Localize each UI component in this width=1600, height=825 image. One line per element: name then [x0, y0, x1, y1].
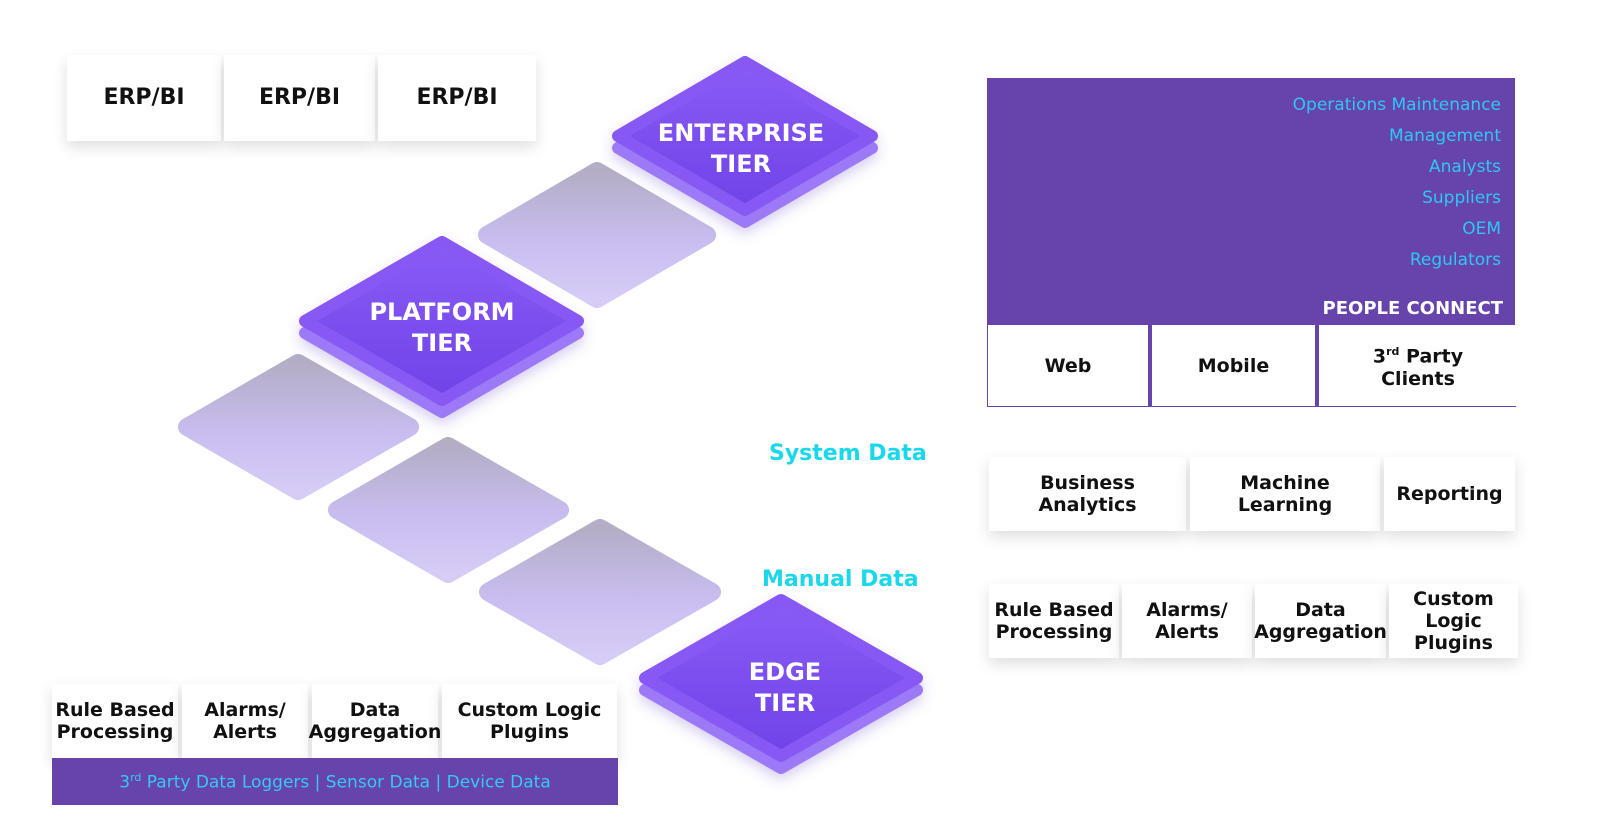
card-alarms-alerts: Alarms/Alerts [1122, 584, 1252, 658]
role-analysts: Analysts [1429, 157, 1501, 177]
people-connect-panel: Operations Maintenance Management Analys… [987, 78, 1515, 325]
edge-card-alarms-alerts: Alarms/Alerts [182, 684, 308, 758]
connector-tile [328, 437, 569, 583]
edge-tier-line1: EDGE [749, 658, 821, 686]
card-reporting: Reporting [1384, 457, 1515, 531]
system-data-label: System Data [769, 441, 927, 466]
role-suppliers: Suppliers [1422, 188, 1501, 208]
role-oem: OEM [1462, 219, 1501, 239]
connector-tile [479, 519, 721, 665]
erp-bi-label: ERP/BI [258, 85, 341, 110]
role-management: Management [1389, 126, 1501, 146]
third-party-line1: 3rd Party [1372, 345, 1464, 368]
edge-tier: EDGE TIER [639, 594, 923, 774]
erp-bi-card: ERP/BI [378, 55, 536, 141]
erp-bi-label: ERP/BI [416, 85, 498, 110]
third-party-line2: Clients [1381, 367, 1455, 390]
data-sources-bar: 3rd Party Data Loggers | Sensor Data | D… [52, 758, 618, 805]
connector-tile [178, 354, 419, 500]
edge-tier-line2: TIER [755, 689, 815, 717]
channel-mobile: Mobile [1152, 325, 1315, 406]
platform-tier: PLATFORM TIER [299, 236, 584, 418]
role-operations-maintenance: Operations Maintenance [1292, 95, 1501, 115]
enterprise-tier-line2: TIER [711, 150, 771, 178]
people-connect-title: PEOPLE CONNECT [1322, 298, 1503, 319]
people-roles-list: Operations Maintenance Management Analys… [1293, 90, 1501, 276]
enterprise-tier-line1: ENTERPRISE [658, 119, 824, 147]
channel-web-label: Web [1044, 354, 1092, 377]
erp-bi-label: ERP/BI [103, 85, 185, 110]
channel-third-party-clients: 3rd Party Clients [1319, 325, 1517, 406]
role-regulators: Regulators [1409, 250, 1501, 270]
platform-tier-line2: TIER [412, 329, 472, 357]
channel-web: Web [988, 325, 1148, 406]
erp-bi-card: ERP/BI [224, 55, 375, 141]
erp-bi-card: ERP/BI [67, 55, 221, 141]
connector-tile [478, 162, 716, 308]
manual-data-label: Manual Data [762, 567, 919, 592]
platform-tier-line1: PLATFORM [369, 298, 514, 326]
data-sources-text: 3rd Party Data Loggers | Sensor Data | D… [119, 770, 551, 793]
enterprise-tier: ENTERPRISE TIER [612, 56, 878, 228]
channel-mobile-label: Mobile [1197, 354, 1270, 377]
